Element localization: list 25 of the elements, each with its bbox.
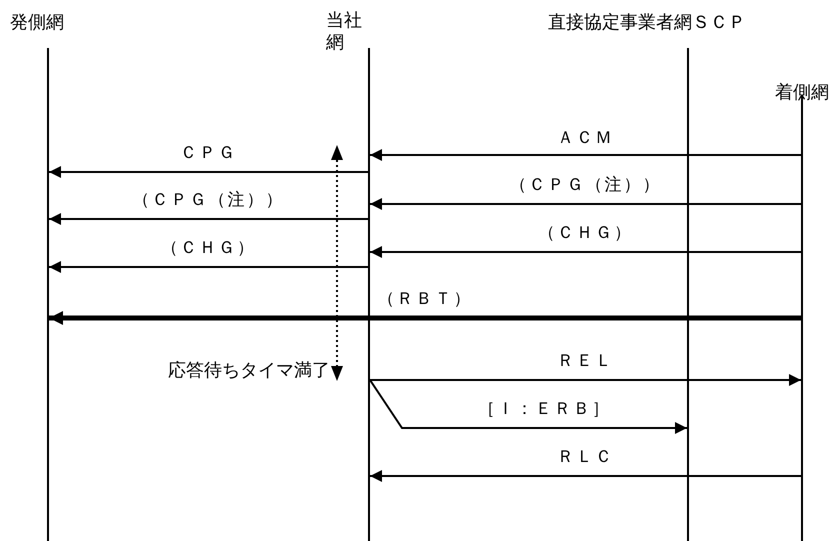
timer-label: 応答待ちタイマ満了 <box>168 360 330 382</box>
message-arrow <box>370 374 801 386</box>
message-arrow <box>370 198 801 210</box>
edge-label: （ＣＨＧ） <box>538 223 633 243</box>
edge-label: （ＲＢＴ） <box>378 289 472 309</box>
edge-label: （ＣＨＧ） <box>161 238 256 258</box>
message-arrow <box>370 470 801 482</box>
message-arrow <box>49 166 368 178</box>
edge-label: （ＣＰＧ（注）） <box>132 190 284 210</box>
lifeline-label: 着側網 <box>775 82 829 104</box>
lifeline-label: 当社網 <box>326 10 363 54</box>
message-arrow <box>49 213 368 225</box>
message-arrow <box>370 246 801 258</box>
message-arrow <box>49 311 801 325</box>
message-arrow <box>49 261 368 273</box>
edge-label: ［Ｉ：ＥＲＢ］ <box>478 399 611 419</box>
lifeline-label: 直接協定事業者網ＳＣＰ <box>548 12 746 34</box>
edge-label: （ＣＰＧ（注）） <box>510 175 662 195</box>
lifeline-label: 発側網 <box>10 12 64 34</box>
message-arrow <box>369 379 687 434</box>
message-arrow <box>370 149 801 161</box>
edge-label: ＲＬＣ <box>557 447 614 467</box>
edge-label: ＡＣＭ <box>557 128 614 148</box>
edge-label: ＣＰＧ <box>180 143 237 163</box>
edge-label: ＲＥＬ <box>557 351 614 371</box>
